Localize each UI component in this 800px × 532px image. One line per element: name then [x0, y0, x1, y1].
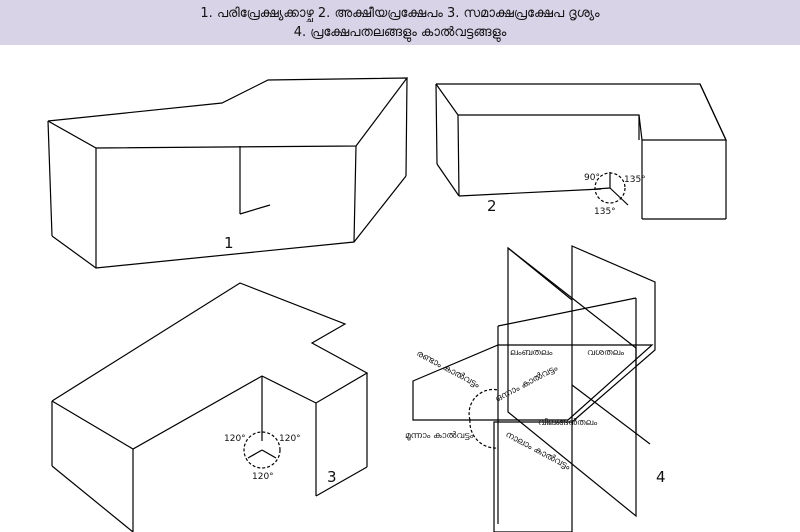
figure-4-number: 4: [656, 468, 666, 486]
figure-1-perspective: 1: [47, 77, 409, 269]
caption-header: 1. പരിപ്രേക്ഷ്യക്കാഴ്ച 2. അക്ഷീയപ്രക്ഷേപ…: [0, 0, 800, 45]
figure-3-angle-left: 120°: [224, 434, 246, 444]
figure-3-angle-right: 120°: [279, 434, 301, 444]
figure-3-angle-bottom: 120°: [252, 472, 274, 482]
plane-horizontal-label: വിലങ്ങൻതലം: [538, 417, 597, 428]
quadrant-second-label: രണ്ടാം കാൽവട്ടം: [415, 349, 482, 391]
quadrant-first-label: ഒന്നാം കാൽവട്ടം: [494, 363, 560, 404]
caption-line-1: 1. പരിപ്രേക്ഷ്യക്കാഴ്ച 2. അക്ഷീയപ്രക്ഷേപ…: [200, 6, 600, 21]
quadrant-third-label: മൂന്നാം കാൽവട്ടം: [405, 431, 474, 441]
plane-side-label: വശതലം: [587, 348, 624, 358]
figure-2-number: 2: [487, 197, 497, 215]
figure-2-angle-135-right: 135°: [624, 175, 646, 185]
figure-1-number: 1: [224, 234, 234, 252]
plane-vertical-label: ലംബതലം: [510, 348, 553, 358]
figure-3-number: 3: [327, 468, 337, 486]
figure-2-angle-90: 90°: [584, 173, 600, 183]
caption-line-2: 4. പ്രക്ഷേപതലങ്ങളും കാൽവട്ടങ്ങളും: [293, 25, 507, 40]
figure-3-isometric: 120° 120° 120° 3: [51, 282, 369, 532]
figure-2-axial: 90° 135° 135° 2: [435, 83, 727, 220]
figure-4-planes: ലംബതലം വശതലം വിലങ്ങൻതലം രണ്ടാം കാൽവട്ടം …: [405, 245, 666, 532]
figure-2-angle-135-bottom: 135°: [594, 207, 616, 217]
